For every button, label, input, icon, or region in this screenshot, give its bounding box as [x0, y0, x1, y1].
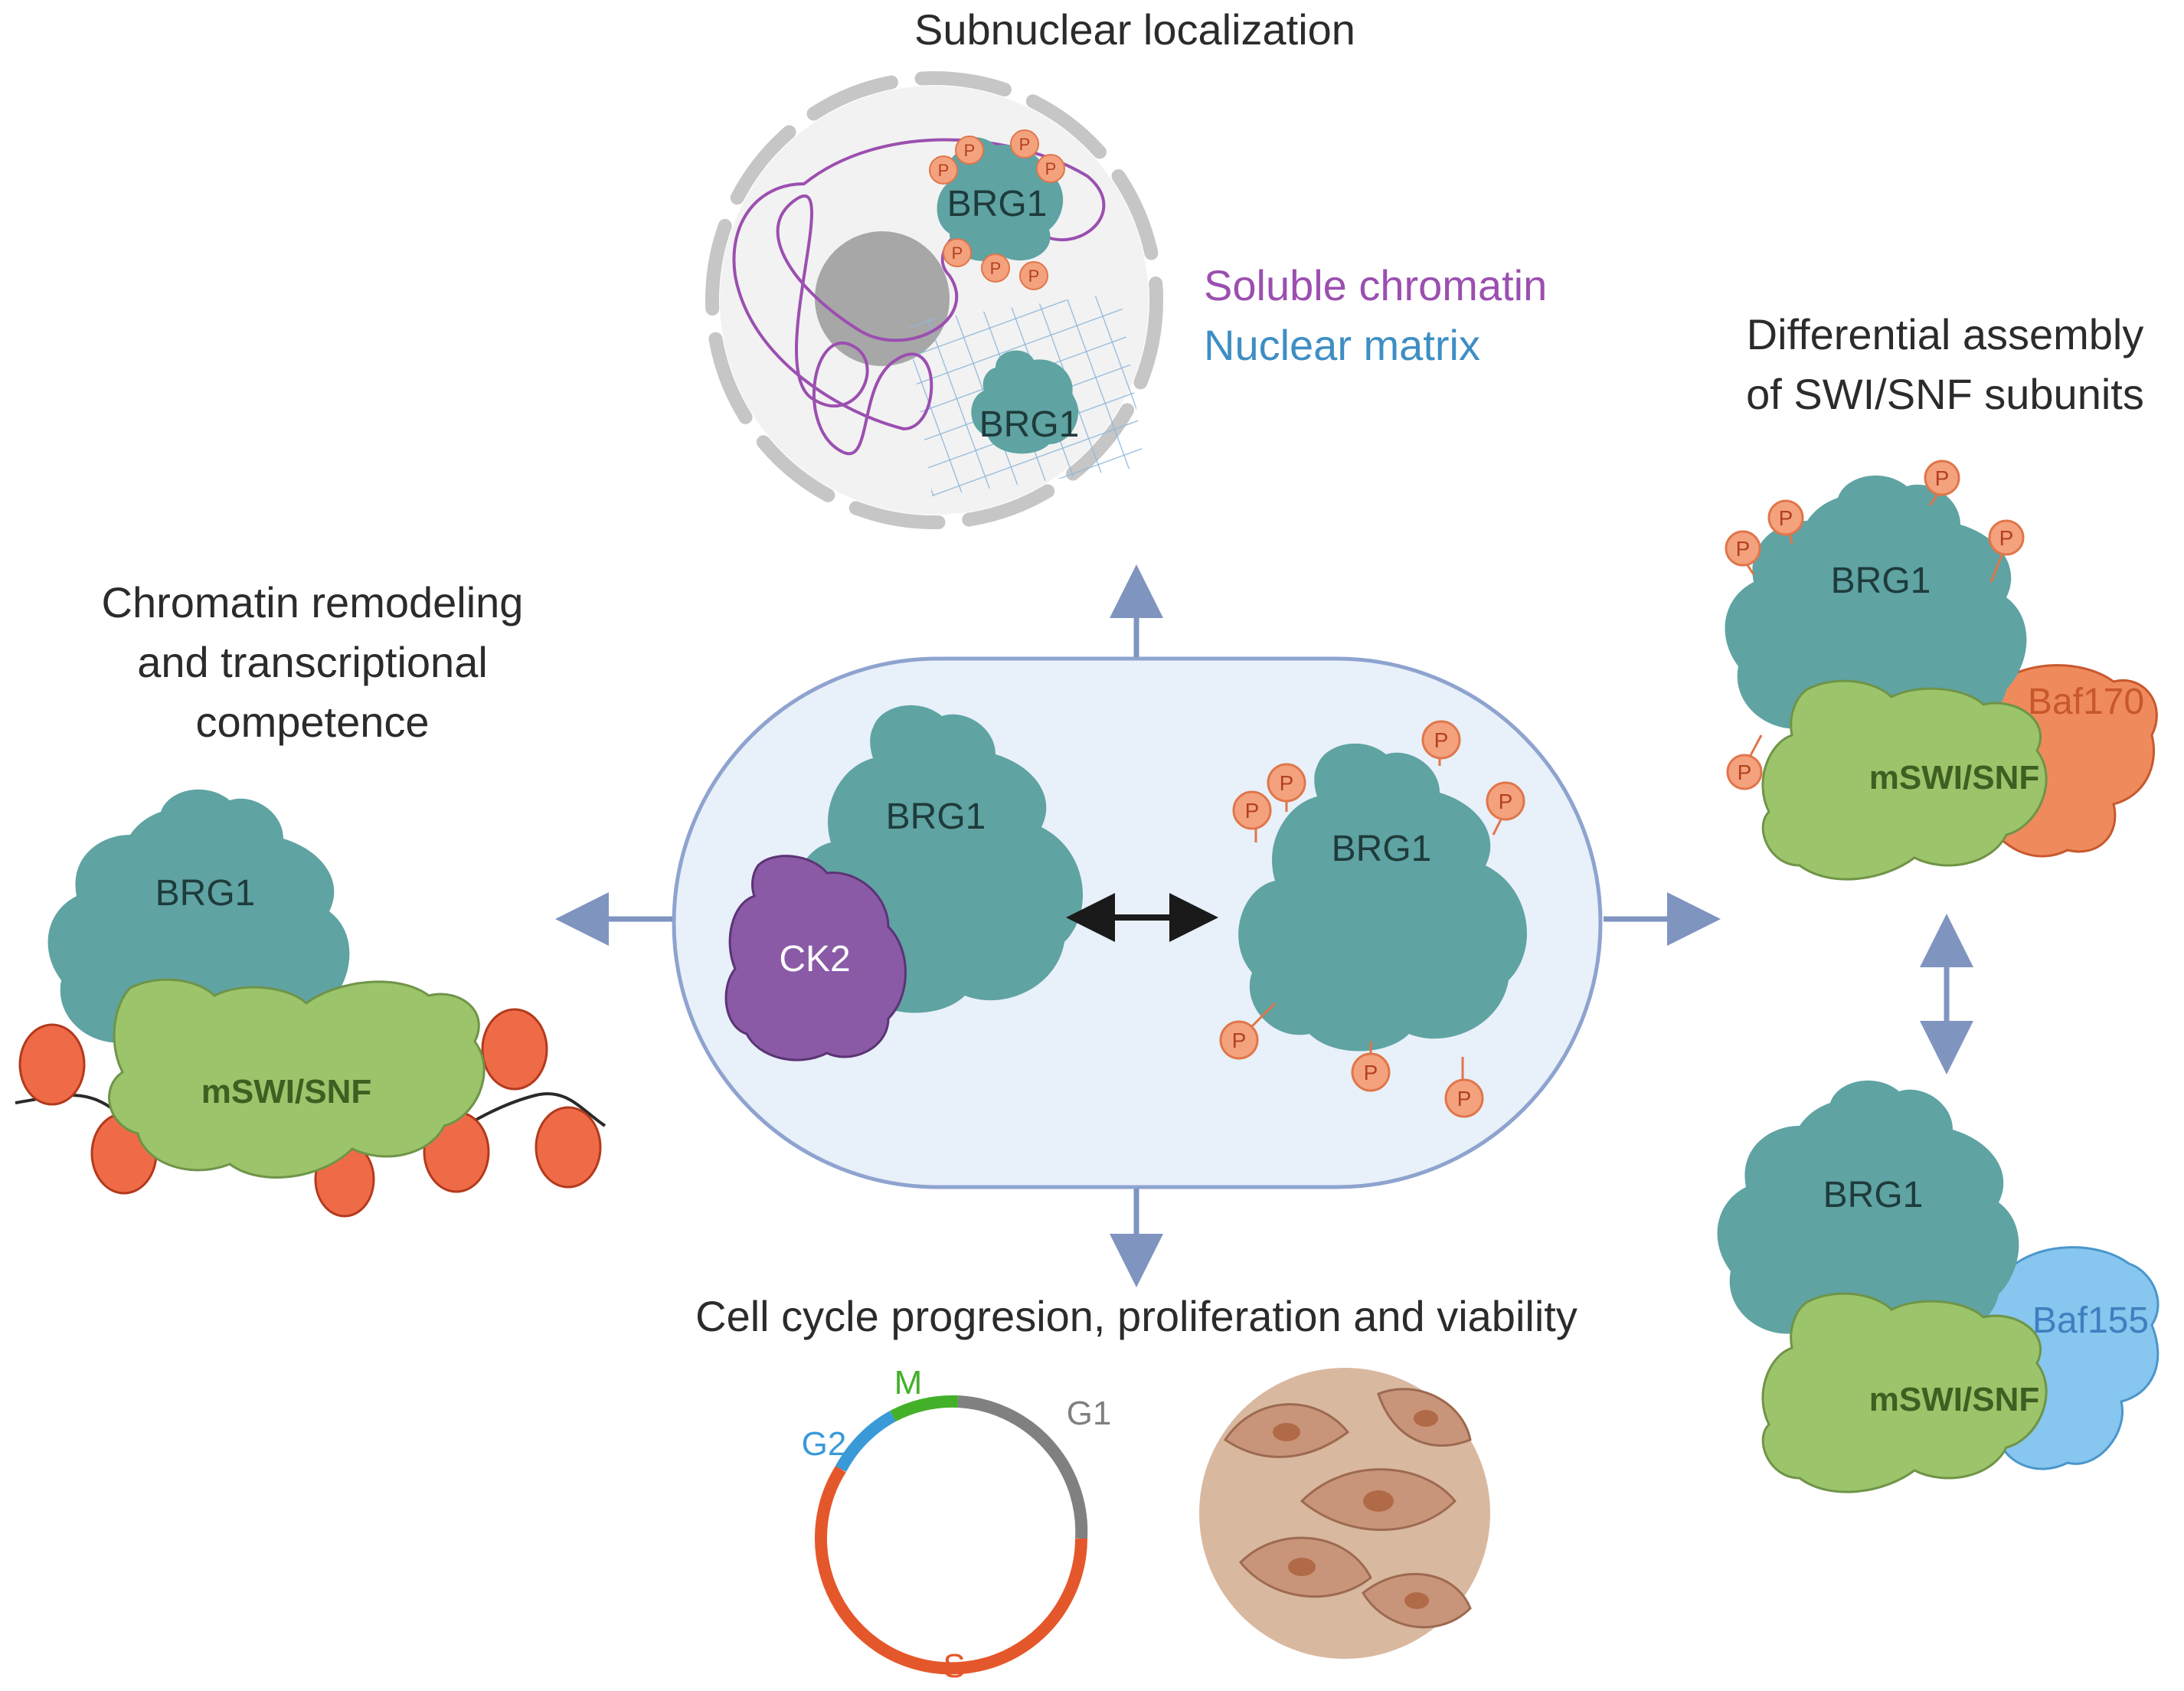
brg1-label-assembly-bottom: BRG1 [1823, 1175, 1924, 1215]
phospho-site [1767, 499, 1804, 536]
phospho-site [943, 238, 972, 267]
phospho-label: P [1738, 760, 1752, 784]
phospho-site [955, 136, 984, 165]
phospho-badges-central: P P P P P P P [1219, 720, 1525, 1118]
phase-s-arc [815, 1465, 1087, 1675]
phospho-label: P [964, 141, 976, 160]
phospho-badges-assembly: P P P P P [1725, 460, 2025, 790]
phospho-site [981, 253, 1010, 283]
phospho-label: P [1232, 1029, 1247, 1052]
phospho-label: P [1499, 790, 1513, 813]
phase-s-label: S [943, 1647, 965, 1685]
baf170-label: Baf170 [2028, 682, 2144, 722]
phospho-label: P [1736, 537, 1751, 561]
brg1-label-central-left: BRG1 [886, 796, 986, 837]
brg1-blob-assembly-bottom [1717, 1080, 2019, 1350]
phase-m-label: M [894, 1364, 923, 1402]
brg1-blob-central-right [1238, 743, 1527, 1052]
heading-remodeling-line3: competence [195, 698, 429, 746]
baf155-label: Baf155 [2032, 1300, 2149, 1341]
assembly-baf170: BRG1 Baf170 mSWI/SNF P P P P P [1725, 460, 2158, 881]
legend-nuclear-matrix: Nuclear matrix [1204, 321, 1480, 369]
swisnf-blob-assembly-bottom [1761, 1292, 2048, 1493]
phase-g1-arc [957, 1395, 1088, 1539]
swisnf-label-assembly-top: mSWI/SNF [1869, 759, 2039, 796]
ck2-blob [724, 855, 907, 1061]
swisnf-blob-assembly-top [1761, 679, 2048, 881]
phase-g2-label: G2 [802, 1425, 847, 1463]
phospho-site [1351, 1052, 1391, 1092]
cell-nucleus [1273, 1423, 1300, 1441]
cell-nucleus [1404, 1592, 1429, 1609]
phospho-label: P [1019, 135, 1031, 154]
phospho-label: P [1280, 771, 1294, 795]
brg1-blob-soluble [937, 137, 1064, 261]
brg1-blob-assembly-top [1725, 475, 2027, 745]
phospho-site [1421, 720, 1461, 760]
phospho-label: P [938, 161, 950, 180]
phospho-site [929, 155, 958, 185]
swisnf-blob-remodeling [108, 978, 486, 1179]
brg1-blob-matrix [971, 350, 1079, 454]
phospho-site [1267, 763, 1306, 803]
cell-cycle-ring [815, 1395, 1088, 1675]
brg1-label-remodeling: BRG1 [155, 873, 256, 914]
phospho-label: P [1364, 1061, 1378, 1084]
cell-nucleus [1414, 1410, 1438, 1427]
phospho-brg1-complex: BRG1 P P P P P P P [1219, 720, 1527, 1118]
phospho-site [1036, 154, 1065, 183]
phase-g2-arc [835, 1410, 896, 1472]
swisnf-label-remodeling: mSWI/SNF [201, 1073, 371, 1110]
swisnf-label-assembly-bottom: mSWI/SNF [1869, 1381, 2039, 1418]
phospho-site [1725, 530, 1761, 567]
phospho-site [1219, 1020, 1259, 1060]
brg1-label-matrix: BRG1 [979, 404, 1080, 445]
cell-nucleus [1288, 1558, 1316, 1576]
brg1-label-assembly-top: BRG1 [1831, 561, 1931, 601]
phospho-site [1019, 261, 1048, 290]
nucleus-illustration: BRG1 BRG1 P P P P P P P [705, 71, 1163, 529]
brg1-ck2-complex: BRG1 CK2 [724, 705, 1083, 1061]
phospho-label: P [1457, 1087, 1472, 1110]
phospho-site [1232, 790, 1272, 830]
heading-subnuclear-localization: Subnuclear localization [914, 5, 1355, 54]
assembly-baf155: BRG1 Baf155 mSWI/SNF [1717, 1080, 2159, 1493]
nucleosome [481, 1008, 548, 1091]
ck2-label: CK2 [779, 939, 850, 980]
nuclear-envelope [705, 71, 1163, 529]
proliferating-cells-illustration [1199, 1368, 1490, 1659]
legend-soluble-chromatin: Soluble chromatin [1204, 261, 1547, 309]
nucleus-phospho-group: P P P P P P P [929, 129, 1065, 290]
phospho-site [1010, 129, 1039, 159]
phospho-site [1924, 460, 1960, 496]
phospho-site [1988, 519, 2025, 556]
phospho-label: P [1999, 526, 2014, 550]
phospho-label: P [1028, 267, 1040, 286]
heading-assembly-line1: Differential assembly [1747, 310, 2144, 358]
phospho-site [1444, 1078, 1484, 1118]
remodeling-illustration: BRG1 mSWI/SNF [15, 789, 606, 1218]
phase-g1-label: G1 [1067, 1395, 1112, 1432]
phase-m-arc [890, 1395, 959, 1422]
phospho-label: P [1434, 728, 1449, 752]
heading-assembly-line2: of SWI/SNF subunits [1746, 370, 2144, 418]
nucleosome [18, 1023, 86, 1106]
phospho-label: P [990, 259, 1002, 278]
brg1-label-central-right: BRG1 [1332, 829, 1432, 869]
heading-remodeling-line2: and transcriptional [137, 638, 488, 686]
brg1-label-soluble: BRG1 [947, 184, 1048, 224]
phospho-label: P [1935, 466, 1950, 490]
phospho-label: P [1779, 506, 1793, 530]
heading-remodeling-line1: Chromatin remodeling [102, 578, 524, 626]
phospho-site [1486, 781, 1525, 821]
phospho-label: P [952, 244, 963, 263]
heading-cell-cycle: Cell cycle progresion, proliferation and… [695, 1292, 1578, 1340]
nucleosome [535, 1106, 602, 1189]
phospho-label: P [1245, 799, 1260, 823]
phospho-site [1726, 754, 1763, 790]
cell-nucleus [1363, 1490, 1394, 1512]
phospho-label: P [1045, 159, 1057, 178]
